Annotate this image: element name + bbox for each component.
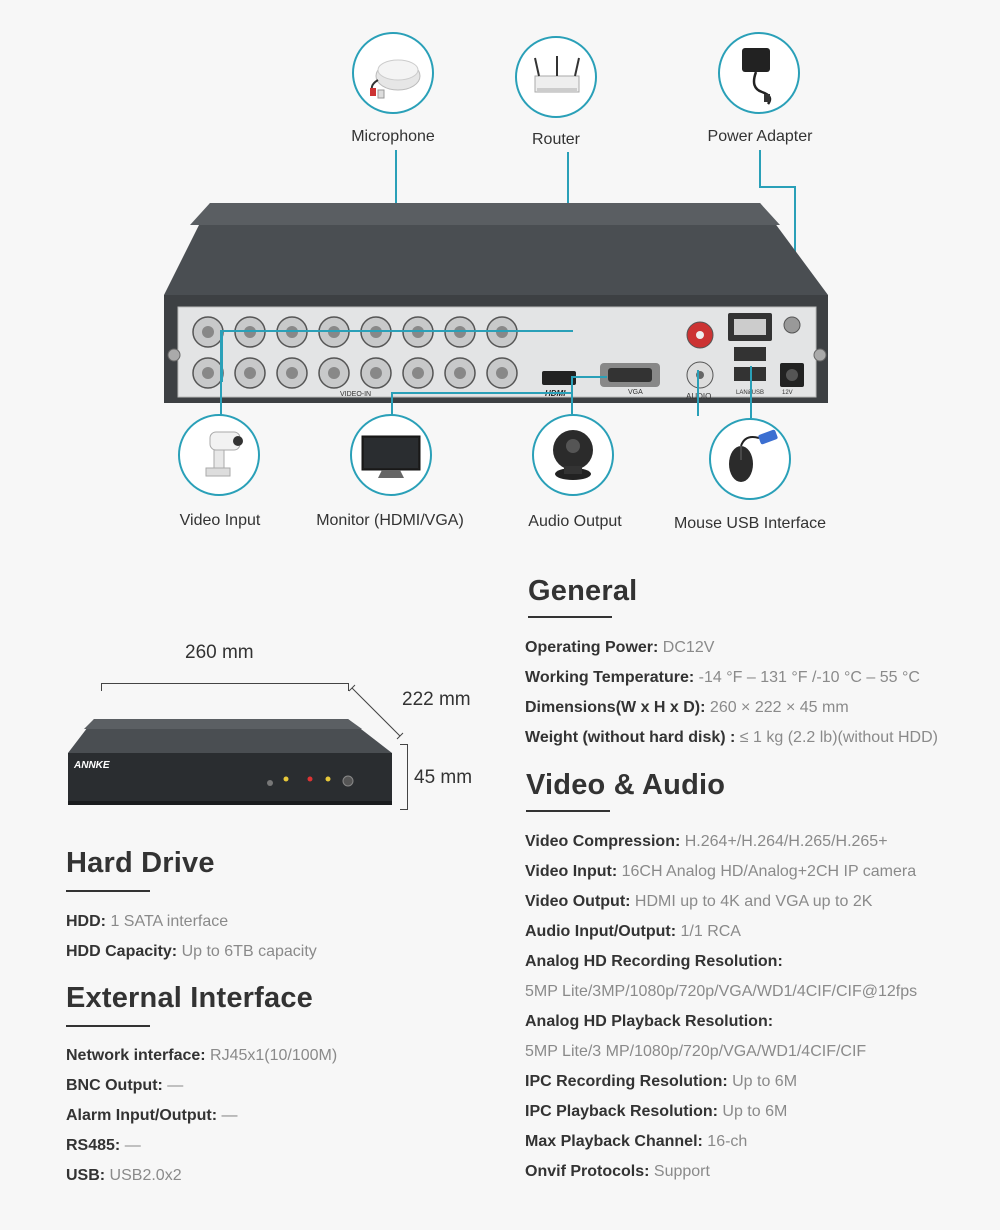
spec-key: Analog HD Recording Resolution: (525, 953, 783, 970)
general-heading: General (528, 575, 638, 607)
spec-row: Analog HD Playback Resolution: (525, 1013, 773, 1031)
spec-value: RJ45x1(10/100M) (205, 1047, 338, 1064)
router-circle (515, 36, 597, 118)
spec-key: Analog HD Playback Resolution: (525, 1013, 774, 1030)
spec-key: Network interface: (66, 1047, 206, 1064)
spec-key: BNC Output: (66, 1077, 163, 1094)
spec-value: 260 × 222 × 45 mm (705, 699, 849, 716)
spec-row: IPC Recording Resolution: Up to 6M (525, 1073, 797, 1091)
mouse-usb-label: Mouse USB Interface (673, 515, 827, 532)
spec-row: HDD Capacity: Up to 6TB capacity (66, 943, 317, 961)
spec-key: RS485: (66, 1137, 121, 1154)
spec-row: HDD: 1 SATA interface (66, 913, 228, 931)
spec-value: DC12V (658, 639, 715, 656)
spec-row: Weight (without hard disk) : ≤ 1 kg (2.2… (525, 729, 938, 747)
spec-row: IPC Playback Resolution: Up to 6M (525, 1103, 787, 1121)
microphone-label: Microphone (351, 128, 435, 145)
spec-key: Operating Power: (525, 639, 659, 656)
spec-row: Network interface: RJ45x1(10/100M) (66, 1047, 337, 1065)
power-adapter-icon (742, 48, 772, 105)
external-interface-heading: External Interface (66, 982, 313, 1014)
spec-row: Analog HD Recording Resolution: (525, 953, 783, 971)
spec-key: Audio Input/Output: (525, 923, 677, 940)
spec-key: IPC Playback Resolution: (525, 1103, 718, 1120)
dvr-rear-panel (164, 203, 828, 403)
spec-key: Video Compression: (525, 833, 681, 850)
spec-value: — (217, 1107, 238, 1124)
spec-row: Video Compression: H.264+/H.264/H.265/H.… (525, 833, 888, 851)
spec-key: Alarm Input/Output: (66, 1107, 218, 1124)
spec-key: HDD: (66, 913, 106, 930)
spec-key: Working Temperature: (525, 669, 695, 686)
audio-output-label: Audio Output (528, 513, 622, 530)
audio-output-circle (532, 414, 614, 496)
power-adapter-label: Power Adapter (707, 128, 813, 145)
video-audio-heading: Video & Audio (526, 769, 726, 801)
spec-key: Onvif Protocols: (525, 1163, 650, 1180)
spec-value: 5MP Lite/3 MP/1080p/720p/VGA/WD1/4CIF/CI… (525, 1043, 867, 1060)
spec-value: Up to 6M (717, 1103, 788, 1120)
depth-dimension: 222 mm (402, 689, 471, 710)
router-icon (534, 56, 580, 93)
spec-value: 5MP Lite/3MP/1080p/720p/VGA/WD1/4CIF/CIF… (525, 983, 918, 1000)
microphone-circle (352, 32, 434, 114)
spec-value: -14 °F – 131 °F /-10 °C – 55 °C (694, 669, 920, 686)
spec-value: 1 SATA interface (106, 913, 229, 930)
spec-value: ≤ 1 kg (2.2 lb)(without HDD) (735, 729, 938, 746)
spec-row: Audio Input/Output: 1/1 RCA (525, 923, 741, 941)
video-in-panel-label: VIDEO-IN (340, 391, 372, 398)
spec-row: Dimensions(W x H x D): 260 × 222 × 45 mm (525, 699, 849, 717)
power-panel-label: 12V (782, 390, 793, 396)
brand-logo: ANNKE (74, 760, 110, 771)
spec-key: USB: (66, 1167, 106, 1184)
monitor-icon (361, 435, 421, 478)
hard-drive-heading: Hard Drive (66, 847, 215, 879)
mouse-usb-circle (709, 418, 791, 500)
spec-value: 1/1 RCA (676, 923, 741, 940)
video-input-circle (178, 414, 260, 496)
spec-value: H.264+/H.264/H.265/H.265+ (680, 833, 888, 850)
spec-row: 5MP Lite/3MP/1080p/720p/VGA/WD1/4CIF/CIF… (525, 983, 917, 1001)
dvr-front-image (68, 719, 392, 805)
spec-key: Dimensions(W x H x D): (525, 699, 706, 716)
monitor-label: Monitor (HDMI/VGA) (316, 512, 464, 529)
spec-row: USB: USB2.0x2 (66, 1167, 182, 1185)
microphone-icon (370, 59, 421, 99)
spec-value: USB2.0x2 (105, 1167, 182, 1184)
router-label: Router (531, 131, 581, 148)
spec-row: 5MP Lite/3 MP/1080p/720p/VGA/WD1/4CIF/CI… (525, 1043, 866, 1061)
spec-row: BNC Output: — (66, 1077, 183, 1095)
spec-value: Support (649, 1163, 710, 1180)
width-dimension: 260 mm (185, 642, 254, 663)
spec-row: Onvif Protocols: Support (525, 1163, 710, 1181)
camera-icon (205, 431, 243, 477)
spec-value: HDMI up to 4K and VGA up to 2K (630, 893, 873, 910)
video-input-label: Video Input (179, 512, 261, 529)
spec-value: 16CH Analog HD/Analog+2CH IP camera (617, 863, 917, 880)
spec-key: HDD Capacity: (66, 943, 178, 960)
spec-key: Video Output: (525, 893, 631, 910)
spec-row: Video Input: 16CH Analog HD/Analog+2CH I… (525, 863, 916, 881)
spec-value: Up to 6M (727, 1073, 798, 1090)
spec-row: Working Temperature: -14 °F – 131 °F /-1… (525, 669, 920, 687)
spec-key: Weight (without hard disk) : (525, 729, 736, 746)
mouse-icon (729, 429, 778, 482)
spec-row: Operating Power: DC12V (525, 639, 714, 657)
spec-row: Alarm Input/Output: — (66, 1107, 238, 1125)
spec-row: RS485: — (66, 1137, 141, 1155)
monitor-circle (350, 414, 432, 496)
spec-key: Video Input: (525, 863, 618, 880)
spec-row: Video Output: HDMI up to 4K and VGA up t… (525, 893, 872, 911)
speaker-icon (553, 430, 593, 480)
spec-value: 16-ch (702, 1133, 748, 1150)
spec-row: Max Playback Channel: 16-ch (525, 1133, 747, 1151)
power-adapter-circle (718, 32, 800, 114)
spec-value: — (120, 1137, 141, 1154)
vga-panel-label: VGA (628, 389, 643, 396)
spec-value: — (162, 1077, 184, 1094)
height-dimension: 45 mm (414, 767, 473, 788)
spec-value: Up to 6TB capacity (177, 943, 317, 960)
spec-key: IPC Recording Resolution: (525, 1073, 728, 1090)
spec-key: Max Playback Channel: (525, 1133, 703, 1150)
